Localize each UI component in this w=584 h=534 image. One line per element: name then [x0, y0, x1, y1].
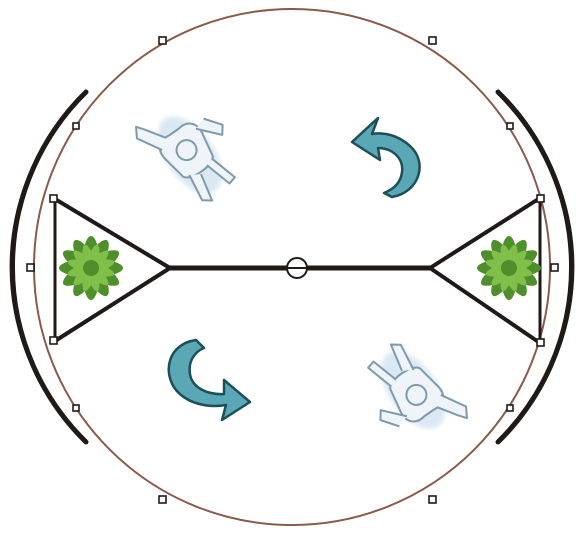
rotation-arrow-icon — [352, 118, 420, 197]
central-pivot-icon — [287, 258, 307, 278]
person-walking-icon — [348, 330, 472, 460]
rotation-arrow-icon — [169, 340, 250, 420]
person-walking-icon — [131, 86, 255, 216]
plant-icon — [477, 236, 541, 300]
plant-icon — [59, 236, 123, 300]
